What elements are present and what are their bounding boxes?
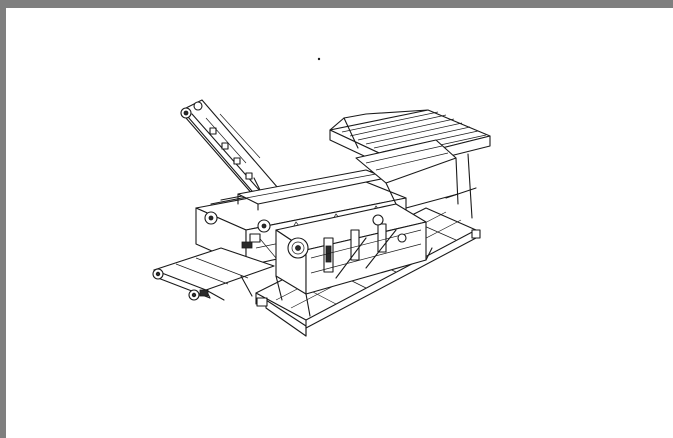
machine-line-drawing-icon: [6, 8, 673, 438]
central-mechanism: [275, 203, 433, 317]
rear-elevator-conveyor: [180, 99, 279, 207]
discharge-conveyor: [152, 247, 275, 301]
stray-dot: [317, 57, 321, 61]
document-page[interactable]: [6, 8, 673, 438]
feeder-hopper: [329, 109, 491, 219]
